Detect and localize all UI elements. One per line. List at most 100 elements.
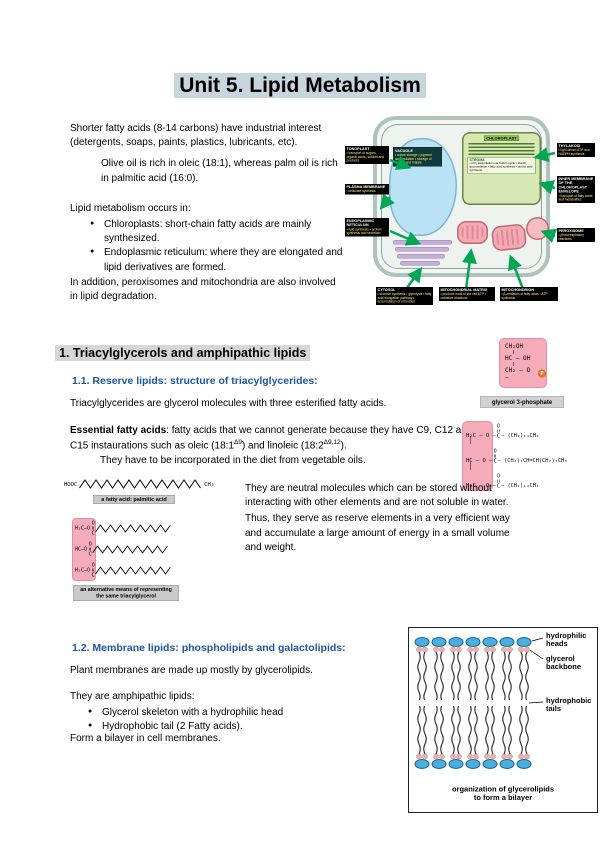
label-body: • light-driven ATP and NADPH synthesis (558, 148, 590, 156)
endoplasmic-reticulum-shape (400, 261, 440, 266)
text-run: : fatty acids that we cannot generate be… (70, 425, 473, 452)
er-label-box: ENDOPLASMIC RETICULUM • lipid synthesis … (345, 218, 389, 237)
carbon-atom: C (493, 457, 497, 464)
stroma-body: • CO₂ assimilation via Calvin cycle • st… (469, 162, 533, 173)
oxygen-atom: O (493, 448, 497, 454)
text-run: ) and linoleic (18:2 (241, 440, 324, 452)
mitochondrion-shape (490, 223, 528, 252)
oxygen-atom: O (496, 473, 500, 479)
paragraph-neutral: They are neutral molecules which can be … (245, 483, 509, 509)
section-1-heading: 1. Triacylglycerols and amphipathic lipi… (55, 345, 311, 361)
oxygen-atom: O (91, 520, 95, 526)
paragraph-diet: They have to be incorporated in the diet… (100, 454, 366, 466)
intro-text-block: Shorter fatty acids (8-14 carbons) have … (70, 122, 344, 304)
mitochondrion-shape (457, 221, 488, 244)
label-hydrophilic-heads: hydrophilic heads (546, 631, 587, 649)
paragraph-reserve: Thus, they serve as reserve elements in … (245, 513, 510, 553)
bullet-endoplasmic-reticulum: Endoplasmic reticulum: where they are el… (90, 246, 344, 274)
figure-label: an alternative means of representing the… (73, 585, 179, 601)
double-bond (497, 479, 500, 483)
phosphate-icon: P (538, 369, 546, 378)
label-body: • transport of fatty acids and metabolit… (558, 194, 593, 202)
carbon-atom: C (91, 529, 95, 536)
paragraph-industrial-interest: Shorter fatty acids (8-14 carbons) have … (70, 123, 322, 149)
double-bond (92, 568, 95, 572)
carbon-atom: C (88, 550, 92, 557)
caption-line: organization of glycerolipids (451, 785, 555, 794)
peroxisome-shape (526, 217, 549, 240)
label-title: ENDOPLASMIC RETICULUM (346, 218, 375, 228)
formula-line: HC — OH (505, 354, 531, 362)
figure-label-line: an alternative means of representing (80, 586, 172, 593)
label-body: • β-oxidation of fatty acids • ATP synth… (501, 292, 548, 300)
superscript: Δ9,12 (323, 439, 341, 447)
carbon-atom: C (91, 571, 95, 578)
amphipathic-bullet-list: Glycerol skeleton with a hydrophilic hea… (88, 706, 388, 734)
figure-label-line: the same triacylglycerol (96, 592, 156, 599)
stroma-box: STROMA • CO₂ assimilation via Calvin cyc… (467, 157, 536, 175)
caption-line: to form a bilayer (473, 793, 533, 803)
carboxyl-group: HOOC (64, 480, 78, 488)
cristae-pattern (495, 228, 523, 247)
label-glycerol-backbone: glycerol backbone (546, 654, 582, 672)
glycerol-carbon: HC—O (75, 546, 88, 553)
glycerol-backbone-box (72, 518, 96, 581)
paragraph-degradation: In addition, peroxisomes and mitochondri… (70, 276, 336, 302)
glycerol-carbon: H₂C — O — (466, 482, 496, 489)
zigzag-chain (95, 523, 171, 533)
stroma-title: STROMA (469, 158, 485, 163)
label-body: • lipid synthesis • protein synthesis an… (346, 227, 382, 236)
label-title: TONOPLAST (346, 146, 370, 151)
label-title: MITOCHONDRIAL MATRIX (440, 287, 488, 292)
endoplasmic-reticulum-shape (397, 254, 445, 259)
label-title: PEROXISOME (558, 228, 584, 233)
tonoplast-label-box: TONOPLAST • transport of sugars, organic… (345, 146, 389, 164)
lipid-bilayer-svg (414, 636, 544, 770)
chloroplast-shape: CHLOROPLAST STROMA • CO₂ assimilation vi… (462, 132, 541, 205)
label-connector-lines (528, 637, 544, 704)
zigzag-chain (92, 544, 168, 554)
oxygen-atom: O (88, 541, 92, 547)
bilayer-diagram: hydrophilic heads glycerol backbone hydr… (408, 627, 598, 813)
plant-cell-diagram: CHLOROPLAST STROMA • CO₂ assimilation vi… (345, 114, 595, 330)
carbon-atom: C (496, 432, 501, 439)
label-body: • transport of sugars, organic acids, so… (346, 151, 385, 163)
paragraph-amphipathic: They are amphipathic lipids: (70, 691, 195, 702)
label-title: MITOCHONDRION (501, 287, 534, 292)
double-bond (92, 526, 95, 530)
palmitic-acid-figure: HOOC CH₃ a fatty acid: palmitic acid (64, 476, 240, 516)
endoplasmic-reticulum-shape (393, 240, 452, 245)
label-body: • photorespiratory reactions (558, 233, 585, 241)
glycerol-3-phosphate-figure: CH₂OH HC — OH CH₂ — O — P glycerol 3-pho… (476, 338, 596, 414)
paragraph-lipid-metabolism: Lipid metabolism occurs in: (70, 202, 191, 214)
bond-line (513, 350, 514, 354)
figure-label: glycerol 3-phosphate (480, 396, 564, 408)
bilayer-figure: hydrophilic heads glycerol backbone hydr… (408, 627, 598, 813)
plant-cell-figure: CHLOROPLAST STROMA • CO₂ assimilation vi… (345, 114, 595, 330)
vacuole-label-box: VACUOLE • solute storage • pigment accum… (393, 147, 442, 167)
glycerol-carbon: H₂C—O (75, 567, 91, 574)
vacuole-title: VACUOLE (395, 148, 414, 154)
zigzag-chain (78, 479, 201, 489)
glycerol-structure-box: CH₂OH HC — OH CH₂ — O — P (499, 338, 547, 388)
label-title: INNER MEMBRANE OF THE CHLOROPLAST ENVELO… (558, 176, 594, 194)
page-title: Unit 5. Lipid Metabolism (0, 73, 600, 98)
formula-text: CH₂ — O — (505, 366, 531, 381)
bullet-glycerol-skeleton: Glycerol skeleton with a hydrophilic hea… (88, 706, 388, 720)
glycerol-carbon: H₂C—O (75, 525, 91, 532)
label-hydrophobic-tails: hydrophobic tails (546, 696, 592, 714)
fatty-acid-chain: — (CH₂)₁₄CH₃ (501, 482, 540, 489)
subsection-1-2-heading: 1.2. Membrane lipids: phospholipids and … (72, 642, 346, 654)
